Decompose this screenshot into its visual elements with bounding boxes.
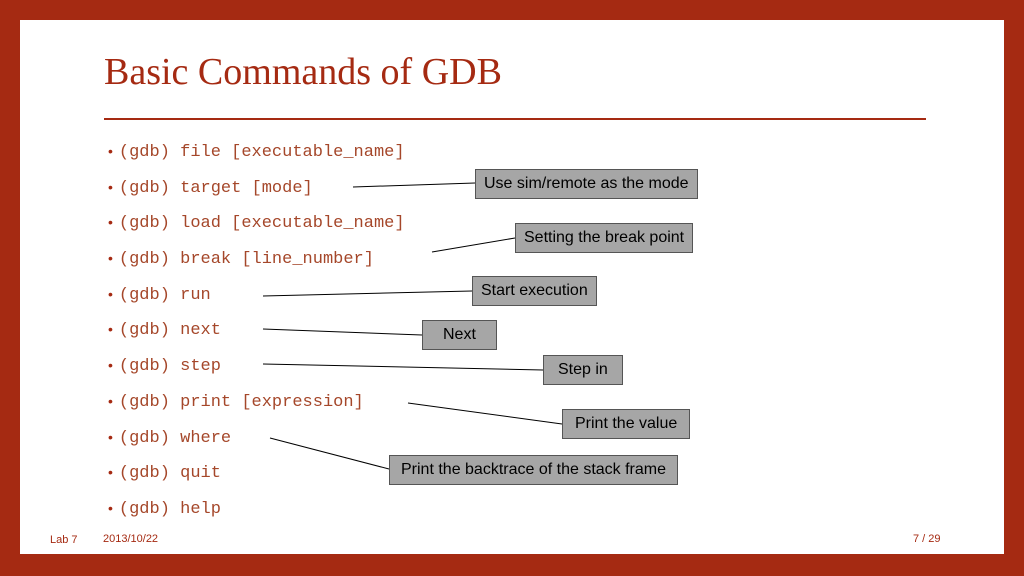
list-item: • (gdb) help bbox=[108, 497, 405, 533]
command-text: (gdb) step bbox=[118, 357, 221, 377]
command-text: (gdb) help bbox=[118, 499, 221, 519]
footer-date: 2013/10/22 bbox=[103, 533, 159, 545]
title-divider bbox=[104, 118, 926, 120]
bullet-icon: • bbox=[108, 392, 113, 409]
bullet-icon: • bbox=[108, 499, 113, 516]
command-text: (gdb) print [expression] bbox=[118, 392, 364, 412]
bullet-icon: • bbox=[108, 357, 113, 374]
list-item: • (gdb) where bbox=[108, 426, 405, 462]
page-number: 7 / 29 bbox=[913, 533, 941, 545]
callout-step: Step in bbox=[543, 355, 623, 385]
slide-title: Basic Commands of GDB bbox=[104, 51, 502, 93]
list-item: • (gdb) print [expression] bbox=[108, 390, 405, 426]
callout-print: Print the value bbox=[562, 409, 691, 439]
command-text: (gdb) break [line_number] bbox=[118, 250, 374, 270]
bullet-icon: • bbox=[108, 143, 113, 159]
callout-run: Start execution bbox=[472, 276, 597, 306]
connector-line bbox=[431, 237, 516, 253]
list-item: • (gdb) step bbox=[108, 354, 405, 390]
callout-mode: Use sim/remote as the mode bbox=[475, 169, 698, 199]
list-item: • (gdb) file [executable_name] bbox=[108, 140, 405, 176]
callout-break: Setting the break point bbox=[515, 223, 694, 253]
connector-line bbox=[269, 437, 390, 470]
command-text: (gdb) next bbox=[118, 321, 221, 341]
connector-line bbox=[262, 290, 473, 297]
bullet-icon: • bbox=[108, 464, 113, 481]
list-item: • (gdb) target [mode] bbox=[108, 176, 405, 212]
bullet-icon: • bbox=[108, 321, 113, 338]
bullet-icon: • bbox=[108, 178, 113, 195]
connector-line bbox=[352, 182, 476, 188]
bullet-icon: • bbox=[108, 214, 113, 231]
list-item: • (gdb) load [executable_name] bbox=[108, 211, 405, 247]
list-item: • (gdb) break [line_number] bbox=[108, 247, 405, 283]
bullet-icon: • bbox=[108, 285, 113, 302]
list-item: • (gdb) next bbox=[108, 318, 405, 354]
command-text: (gdb) target [mode] bbox=[118, 178, 313, 198]
connector-line bbox=[407, 402, 563, 425]
command-text: (gdb) run bbox=[118, 285, 211, 305]
list-item: • (gdb) run bbox=[108, 283, 405, 319]
command-text: (gdb) quit bbox=[118, 464, 221, 484]
command-text: (gdb) where bbox=[118, 428, 232, 448]
callout-next: Next bbox=[422, 320, 497, 350]
command-text: (gdb) load [executable_name] bbox=[118, 214, 405, 234]
connector-line bbox=[262, 328, 423, 336]
command-list: • (gdb) file [executable_name] • (gdb) tar… bbox=[108, 140, 405, 533]
bullet-icon: • bbox=[108, 250, 113, 267]
connector-line bbox=[262, 363, 544, 371]
command-text: (gdb) file [executable_name] bbox=[118, 143, 405, 162]
footer-label: Lab 7 bbox=[50, 534, 78, 546]
bullet-icon: • bbox=[108, 428, 113, 445]
callout-where: Print the backtrace of the stack frame bbox=[389, 455, 679, 485]
list-item: • (gdb) quit bbox=[108, 461, 405, 497]
